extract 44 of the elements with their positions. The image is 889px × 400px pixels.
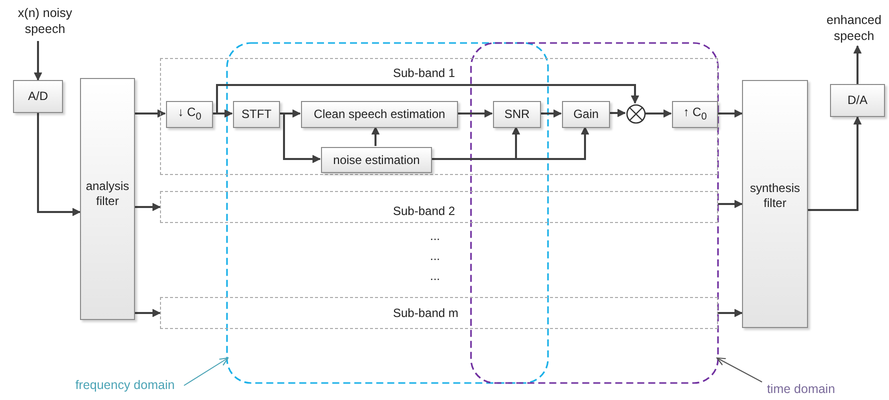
arrow bbox=[645, 109, 672, 118]
process-box: ↓ C$_{0}$ bbox=[166, 101, 213, 128]
sub-band-panel bbox=[160, 297, 718, 329]
sub-band-panel bbox=[160, 58, 718, 175]
arrow bbox=[135, 109, 166, 118]
ellipsis-text: ... bbox=[430, 249, 440, 263]
arrow bbox=[279, 112, 321, 164]
annotation-label: time domain bbox=[758, 381, 844, 398]
leader-line bbox=[716, 357, 762, 382]
ellipsis-text: ... bbox=[430, 229, 440, 243]
converter-box: A/D bbox=[13, 80, 63, 113]
band-label: Sub-band m bbox=[393, 306, 458, 320]
arrow bbox=[717, 109, 743, 118]
filter-bank-box: synthesis filter bbox=[742, 80, 808, 328]
multiplier-symbol bbox=[626, 104, 646, 124]
arrow bbox=[34, 41, 42, 81]
arrow bbox=[457, 109, 493, 118]
arrow bbox=[37, 113, 81, 216]
sub-band-panel bbox=[160, 191, 718, 223]
arrow bbox=[431, 126, 590, 160]
arrow bbox=[135, 308, 161, 318]
signal-label: x(n) noisy speech bbox=[6, 5, 84, 39]
ellipsis-text: ... bbox=[430, 269, 440, 283]
process-box: STFT bbox=[233, 101, 280, 128]
arrow bbox=[853, 45, 862, 84]
converter-box: D/A bbox=[830, 84, 885, 117]
band-label: Sub-band 2 bbox=[393, 204, 456, 218]
process-box: Clean speech estimation bbox=[301, 101, 458, 128]
arrow bbox=[135, 202, 161, 212]
arrow bbox=[718, 200, 743, 208]
arrow bbox=[609, 108, 626, 118]
process-box: noise estimation bbox=[321, 147, 432, 173]
arrow bbox=[808, 116, 862, 211]
filter-bank-box: analysis filter bbox=[80, 78, 135, 320]
arrow bbox=[540, 109, 562, 118]
signal-label: enhanced speech bbox=[820, 12, 888, 46]
process-box: ↑ C$_{0}$ bbox=[672, 101, 718, 128]
leader-line bbox=[184, 357, 229, 386]
band-label: Sub-band 1 bbox=[393, 66, 456, 80]
process-box: SNR bbox=[493, 101, 541, 128]
annotation-label: frequency domain bbox=[66, 377, 184, 394]
arrow bbox=[371, 126, 380, 146]
arrow bbox=[718, 308, 743, 318]
process-box: Gain bbox=[562, 101, 610, 128]
